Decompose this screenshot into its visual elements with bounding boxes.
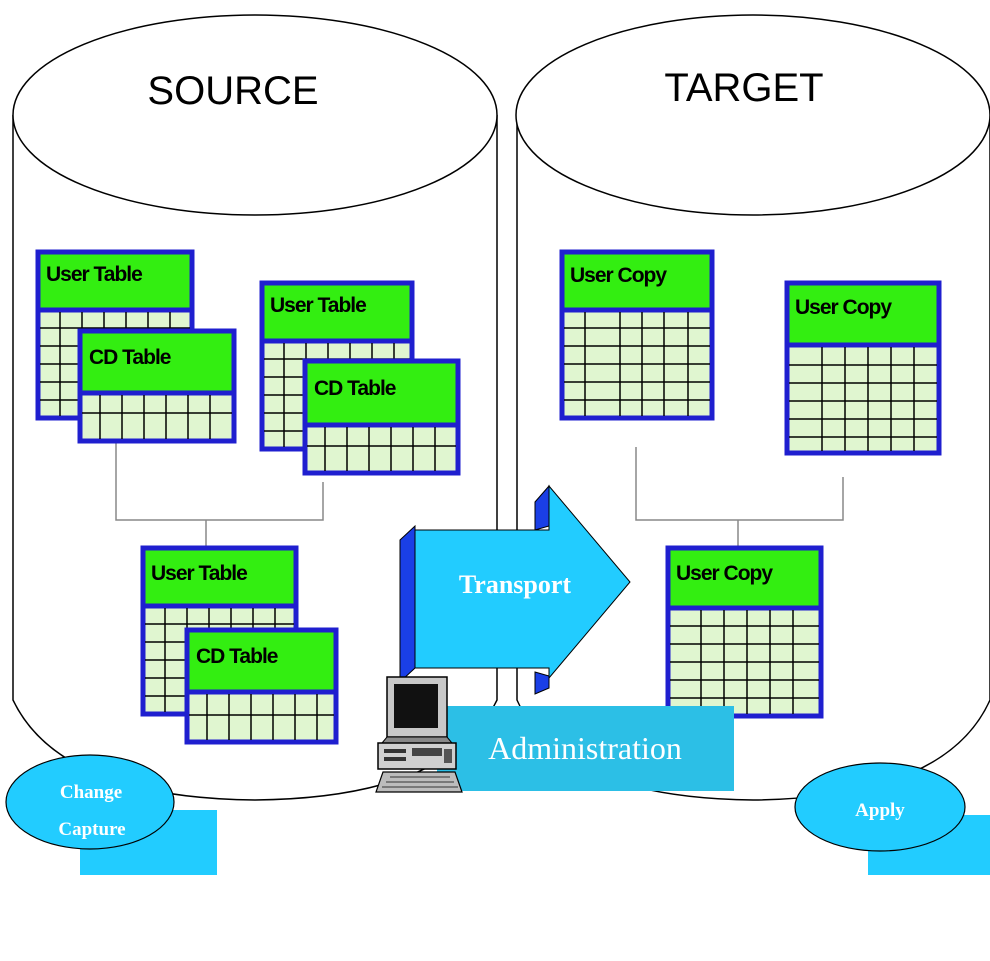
table-title: User Table <box>270 294 366 317</box>
table-title: User Table <box>151 562 247 585</box>
apply-label: Apply <box>855 800 905 821</box>
cd-table: CD Table <box>184 627 339 745</box>
change-capture-label-line1: Change <box>60 782 122 803</box>
table-title: User Copy <box>570 264 667 287</box>
table-title: User Copy <box>795 296 892 319</box>
table-title: CD Table <box>314 377 396 400</box>
transport-arrow: Transport <box>399 484 631 695</box>
table-title: User Table <box>46 263 142 286</box>
change-capture-label-line2: Capture <box>58 819 125 840</box>
cd-table: CD Table <box>77 328 237 444</box>
source-table-group-right: User Table CD Table <box>259 280 461 476</box>
table-title: User Copy <box>676 562 773 585</box>
target-connector-lines <box>635 447 844 548</box>
transport-label: Transport <box>459 570 572 599</box>
apply-node: Apply <box>794 762 990 875</box>
table-title: CD Table <box>89 346 171 369</box>
source-label: SOURCE <box>147 69 318 113</box>
administration-node: Administration <box>437 706 734 791</box>
table-title: CD Table <box>196 645 278 668</box>
administration-box <box>437 706 734 791</box>
source-connector-lines <box>115 442 324 548</box>
cd-table: CD Table <box>302 358 461 476</box>
source-table-group-bottom: User Table CD Table <box>140 545 339 745</box>
target-label: TARGET <box>664 66 823 110</box>
target-copy-right: User Copy <box>784 280 942 456</box>
administration-label: Administration <box>488 730 682 766</box>
change-capture-node: Change Capture <box>5 754 217 875</box>
source-table-group-left: User Table CD Table <box>35 249 237 444</box>
target-copy-left: User Copy <box>559 249 715 421</box>
target-copy-bottom: User Copy <box>665 545 824 719</box>
computer-icon <box>375 676 463 793</box>
